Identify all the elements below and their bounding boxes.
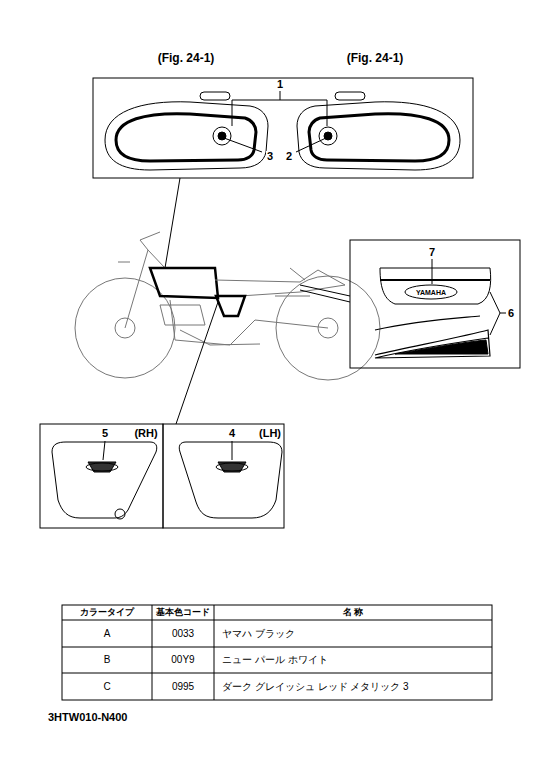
table-cell: A (104, 629, 111, 639)
callout-number: 4 (228, 428, 236, 439)
rear-fender (375, 268, 491, 358)
figure-ref: (Fig. 24-1) (347, 52, 404, 64)
table-header: 基本色コード (156, 608, 210, 617)
table-cell: ダーク グレイッシュ レッド メタリック 3 (222, 682, 409, 692)
callout-number: 2 (285, 151, 293, 162)
table-cell: 0995 (172, 682, 194, 692)
table-header: カラータイプ (80, 608, 134, 617)
drawing-code: 3HTW010-N400 (48, 712, 127, 723)
table-cell: ヤマハ ブラック (222, 629, 295, 639)
callout-number: 7 (428, 247, 436, 258)
callout-number: 5 (101, 428, 109, 439)
callout-number: 3 (266, 151, 274, 162)
table-cell: 0033 (172, 629, 194, 639)
table-cell: C (103, 682, 110, 692)
callout-number: 6 (507, 308, 515, 319)
side-label: (LH) (258, 428, 282, 439)
table-cell: ニュー パール ホワイト (222, 655, 328, 665)
table-cell: B (104, 655, 111, 665)
figure-ref: (Fig. 24-1) (158, 52, 215, 64)
emblem-text: YAMAHA (415, 289, 447, 296)
side-label: (RH) (133, 428, 158, 439)
callout-number: 1 (276, 79, 284, 90)
motorcycle (75, 232, 380, 380)
tank-left (105, 92, 268, 170)
table-header: 名 称 (343, 608, 364, 617)
tank-right (297, 92, 460, 170)
table-cell: 00Y9 (171, 655, 194, 665)
